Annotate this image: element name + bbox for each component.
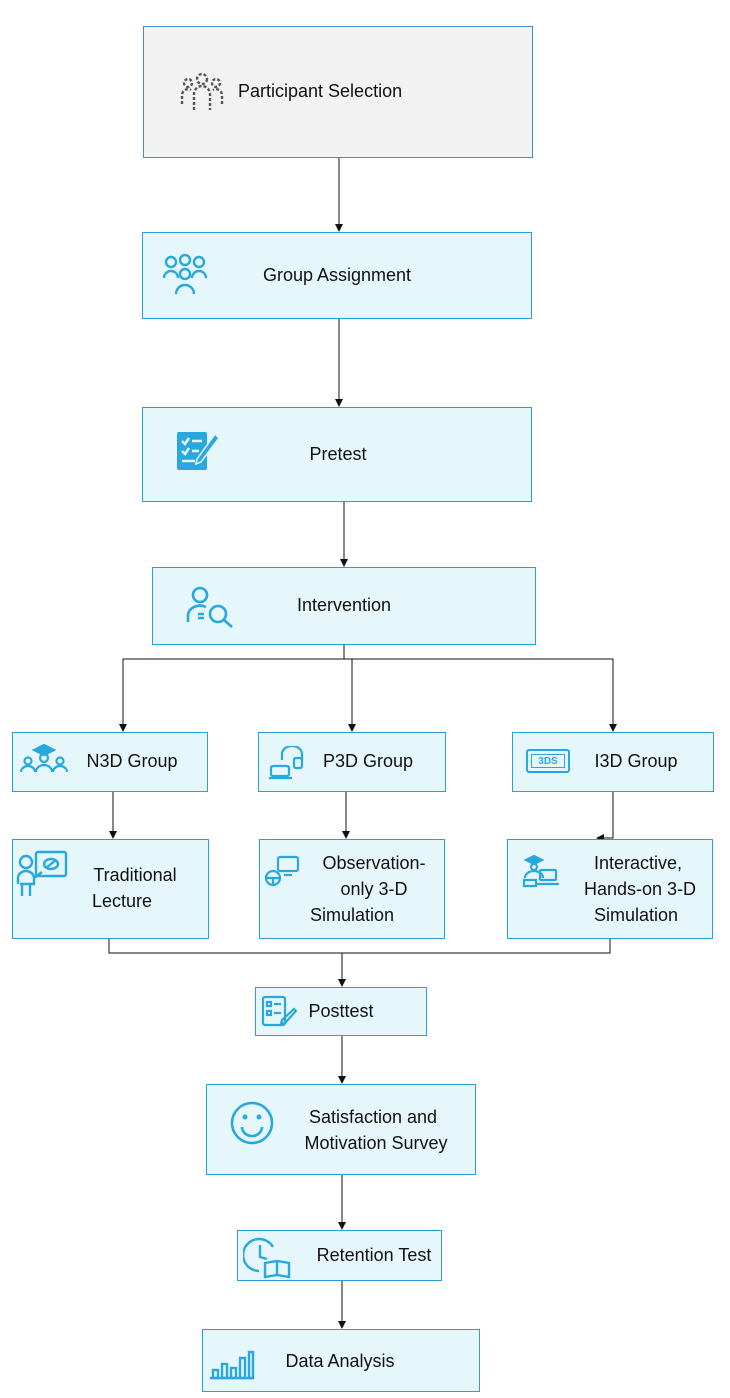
data-analysis-label: Data Analysis: [285, 1351, 395, 1371]
interactive-simulation-node: [507, 839, 713, 939]
3ds-badge-icon: 3DS: [526, 749, 570, 773]
simulation-screen-icon: [264, 855, 300, 887]
clock-book-icon: [243, 1237, 291, 1279]
participant-selection-label: Participant Selection: [238, 81, 403, 101]
person-search-icon: [186, 586, 233, 628]
group-assignment-label: Group Assignment: [262, 265, 412, 285]
people-group-icon: [180, 72, 224, 110]
traditional-lecture-node: [12, 839, 209, 939]
pretest-label: Pretest: [309, 444, 367, 464]
retention-test-node: [237, 1230, 442, 1281]
checklist-pen-icon: [177, 432, 220, 470]
interactive-label-2: Hands-on 3-D: [583, 879, 697, 899]
observation-label-1: Observation-: [322, 853, 426, 873]
interactive-label-1: Interactive,: [593, 853, 683, 873]
traditional-lecture-label-1: Traditional: [93, 865, 177, 885]
p3d-group-label: P3D Group: [322, 751, 414, 771]
posttest-label: Posttest: [308, 1001, 374, 1021]
observation-simulation-node: [259, 839, 445, 939]
hands-on-laptop-icon: [522, 854, 559, 888]
satisfaction-label-1: Satisfaction and: [308, 1107, 438, 1127]
posttest-node: [255, 987, 427, 1036]
n3d-group-label: N3D Group: [86, 751, 178, 771]
satisfaction-label-2: Motivation Survey: [304, 1133, 448, 1153]
bar-chart-icon: [210, 1350, 255, 1380]
teacher-students-icon: [20, 743, 68, 773]
traditional-lecture-label-2: Lecture: [91, 891, 153, 911]
intervention-label: Intervention: [296, 595, 392, 615]
p3d-group-node: [258, 732, 446, 792]
lecturer-board-icon: [16, 850, 68, 896]
participant-selection-node: [143, 26, 533, 158]
i3d-group-label: I3D Group: [594, 751, 678, 771]
observation-label-3: Simulation: [309, 905, 395, 925]
pretest-node: [142, 407, 532, 502]
smiley-icon: [230, 1101, 274, 1145]
form-pen-icon: [261, 995, 297, 1027]
3ds-badge-text: 3DS: [531, 754, 565, 768]
group-assignment-node: [142, 232, 532, 319]
team-icon: [162, 254, 208, 295]
observation-label-2: only 3-D: [340, 879, 408, 899]
satisfaction-survey-node: [206, 1084, 476, 1175]
interactive-label-3: Simulation: [593, 905, 679, 925]
retention-test-label: Retention Test: [316, 1245, 432, 1265]
vr-headset-icon: [269, 746, 304, 780]
